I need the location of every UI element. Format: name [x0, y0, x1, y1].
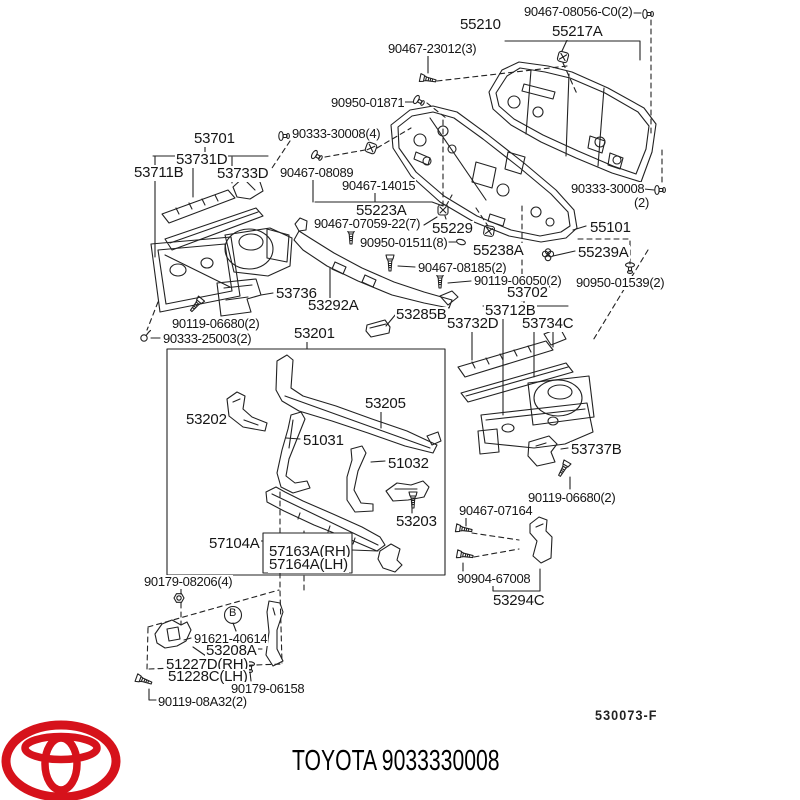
toyota-logo-icon — [1, 720, 121, 800]
pin-fastener-icon — [309, 148, 325, 164]
part-label-57164a: 57164A(LH) — [268, 556, 349, 573]
part-label-90904-67008: 90904-67008 — [456, 571, 532, 586]
part-label-circle-b: B — [229, 607, 237, 619]
part-label-90467-14015: 90467-14015 — [341, 178, 417, 193]
oval-fastener-icon — [455, 237, 467, 247]
part-label-51228c: 51228C(LH) — [167, 668, 249, 685]
bolt-fastener-icon — [134, 673, 154, 688]
part-label-55239a: 55239A — [577, 244, 630, 261]
right-apron-assembly-drawing — [457, 327, 595, 564]
pin-fastener-icon — [278, 130, 290, 142]
part-label-55101: 55101 — [589, 219, 632, 236]
part-label-53701: 53701 — [193, 130, 236, 147]
part-label-53292a: 53292A — [307, 297, 360, 314]
part-label-53294c: 53294C — [492, 592, 546, 609]
part-label-90119-08a32: 90119-08A32(2) — [157, 694, 248, 709]
part-label-90119-06680-l: 90119-06680(2) — [171, 316, 261, 331]
cowl-rail-drawing — [293, 217, 459, 338]
part-label-90333-30008-2-qty: (2) — [633, 195, 650, 210]
part-label-90950-01871: 90950-01871 — [330, 95, 406, 110]
part-label-90950-01511: 90950-01511(8) — [359, 235, 449, 250]
footer-part-number: TOYOTA 9033330008 — [292, 745, 500, 777]
bolt-fastener-icon — [555, 459, 572, 479]
part-label-90333-25003: 90333-25003(2) — [162, 331, 253, 346]
part-label-53733d: 53733D — [216, 165, 270, 182]
part-label-53702: 53702 — [506, 284, 549, 301]
part-label-53711b: 53711B — [133, 164, 185, 181]
group-box-53201 — [166, 348, 446, 576]
rear-panel-drawing — [488, 61, 657, 183]
bolt-fastener-icon — [418, 73, 438, 86]
part-label-55217a: 55217A — [551, 23, 604, 40]
part-label-90119-06680-r: 90119-06680(2) — [527, 490, 617, 505]
part-label-53205: 53205 — [364, 395, 407, 412]
part-label-53208a: 53208A — [205, 642, 258, 659]
part-label-55229: 55229 — [431, 220, 474, 237]
part-label-51031: 51031 — [302, 432, 345, 449]
part-label-90467-07059-22: 90467-07059-22(7) — [313, 216, 422, 231]
clip-fastener-icon — [556, 50, 570, 64]
bolt-fastener-icon — [454, 523, 474, 536]
part-label-90467-23012: 90467-23012(3) — [387, 41, 478, 56]
part-label-90179-06158: 90179-06158 — [230, 681, 306, 696]
diagram-code: 530073-F — [595, 707, 658, 723]
part-label-55210: 55210 — [459, 16, 502, 33]
part-label-90119-06050: 90119-06050(2) — [473, 273, 563, 288]
part-label-53201: 53201 — [293, 325, 336, 342]
part-label-53202: 53202 — [185, 411, 228, 428]
part-label-53731d: 53731D — [175, 151, 229, 168]
bolt-fastener-icon — [455, 549, 475, 562]
pin-fastener-icon — [654, 184, 666, 196]
part-label-90467-08056-c0: 90467-08056-C0(2) — [523, 4, 634, 19]
part-label-51227d: 51227D(RH) — [165, 656, 250, 673]
part-label-91621-40614: 91621-40614 — [193, 631, 269, 646]
lower-brackets-drawing — [154, 600, 284, 667]
part-label-55238a: 55238A — [472, 242, 525, 259]
part-label-53285b: 53285B — [395, 306, 448, 323]
clip-fastener-icon — [364, 141, 378, 155]
part-label-53734c: 53734C — [521, 315, 575, 332]
part-label-57163a: 57163A(RH) — [268, 543, 352, 560]
part-label-53737b: 53737B — [570, 441, 623, 458]
pin-fastener-icon — [642, 8, 654, 20]
part-label-90950-01539: 90950-01539(2) — [575, 275, 666, 290]
bolt-fastener-icon — [385, 254, 395, 272]
dash-panel-drawing — [390, 105, 578, 243]
pin6-fastener-icon — [140, 329, 152, 342]
part-label-90333-30008-4: 90333-30008(4) — [291, 126, 382, 141]
part-label-53736: 53736 — [275, 285, 318, 302]
clip-fastener-icon — [482, 224, 496, 238]
nut-fastener-icon — [173, 593, 185, 603]
part-label-90179-08206: 90179-08206(4) — [143, 574, 234, 589]
part-label-53712b: 53712B — [484, 302, 537, 319]
left-apron-assembly-drawing — [150, 175, 293, 317]
part-label-57104a: 57104A — [208, 535, 261, 552]
part-label-53203: 53203 — [395, 513, 438, 530]
circle-b-marker — [223, 605, 243, 625]
part-label-51032: 51032 — [387, 455, 430, 472]
part-label-55223a: 55223A — [355, 202, 408, 219]
flower-fastener-icon — [541, 248, 555, 262]
part-label-53732d: 53732D — [446, 315, 500, 332]
part-label-90467-07164: 90467-07164 — [458, 503, 534, 518]
part-label-90333-30008-2: 90333-30008 — [570, 181, 646, 196]
part-label-90467-08089: 90467-08089 — [279, 165, 355, 180]
part-label-90467-08185: 90467-08185(2) — [417, 260, 508, 275]
pin-fastener-icon — [411, 93, 427, 109]
